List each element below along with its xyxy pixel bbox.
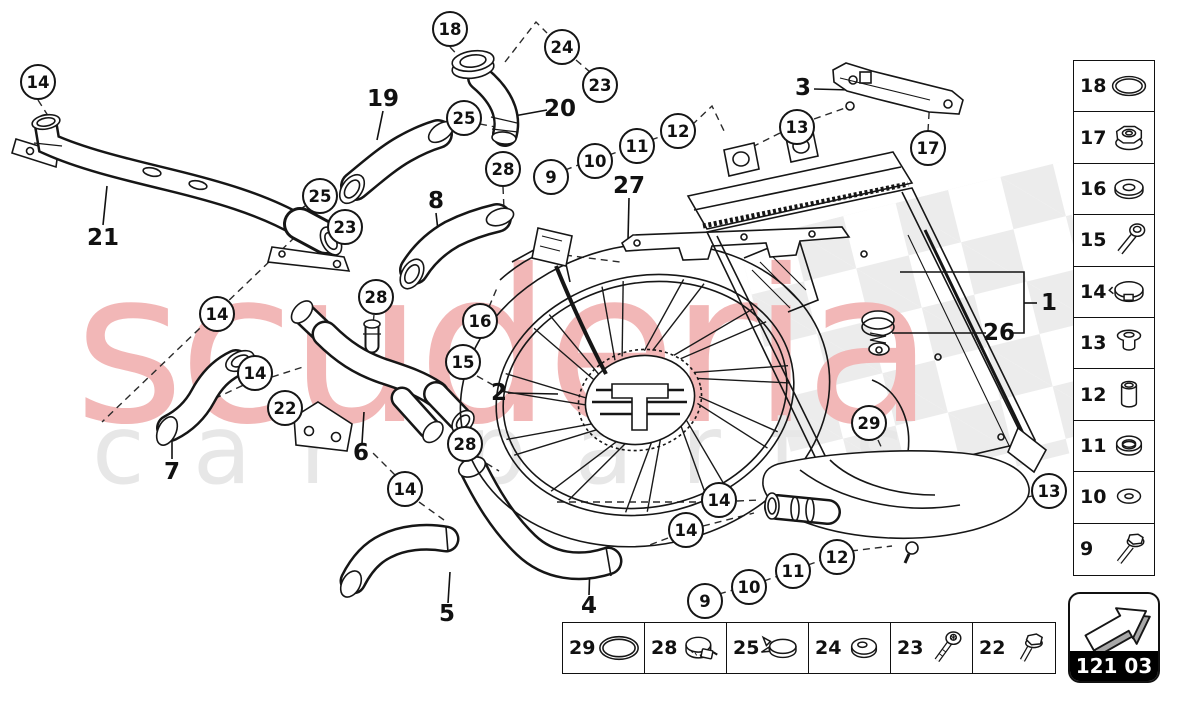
callout-balloon-22[interactable]: 22 xyxy=(267,390,303,426)
sleeve-icon xyxy=(1105,376,1152,414)
flange-bolt-icon xyxy=(1004,629,1053,667)
callout-balloon-10[interactable]: 10 xyxy=(731,569,767,605)
legend-item-number: 29 xyxy=(569,637,596,659)
callout-balloon-29[interactable]: 29 xyxy=(851,405,887,441)
legend-item-29[interactable]: 29 xyxy=(563,623,645,673)
part-number-label-5: 5 xyxy=(438,601,456,627)
callout-balloon-9[interactable]: 9 xyxy=(687,583,723,619)
callout-balloon-15[interactable]: 15 xyxy=(445,344,481,380)
part-number-label-1: 1 xyxy=(1040,290,1058,316)
callout-balloon-23[interactable]: 23 xyxy=(582,67,618,103)
part-number-label-2: 2 xyxy=(490,380,508,406)
callout-balloon-28[interactable]: 28 xyxy=(485,151,521,187)
washer-grommet-icon xyxy=(840,629,888,667)
grommet-icon xyxy=(1105,427,1152,465)
legend-item-number: 11 xyxy=(1080,434,1107,457)
part-number-label-6: 6 xyxy=(352,440,370,466)
callout-balloon-14[interactable]: 14 xyxy=(20,64,56,100)
hardware-legend-strip: 29 28 25 24 23 22 xyxy=(562,622,1056,674)
legend-item-9[interactable]: 9 xyxy=(1074,523,1154,575)
legend-item-number: 13 xyxy=(1080,332,1107,355)
callout-balloon-18[interactable]: 18 xyxy=(432,11,468,47)
part-number-label-3: 3 xyxy=(794,75,812,101)
callout-balloon-28[interactable]: 28 xyxy=(447,426,483,462)
o-ring-large-icon xyxy=(594,628,644,668)
legend-item-number: 23 xyxy=(897,637,924,659)
callout-balloon-14[interactable]: 14 xyxy=(701,482,737,518)
part-number-label-21: 21 xyxy=(86,225,120,251)
legend-item-23[interactable]: 23 xyxy=(891,623,973,673)
legend-item-11[interactable]: 11 xyxy=(1074,420,1154,473)
legend-item-15[interactable]: 15 xyxy=(1074,215,1154,267)
flange-nut-icon xyxy=(1105,119,1152,157)
callout-balloon-24[interactable]: 24 xyxy=(544,29,580,65)
callout-balloon-14[interactable]: 14 xyxy=(668,512,704,548)
spring-clamp-icon xyxy=(758,629,806,667)
callout-balloon-13[interactable]: 13 xyxy=(779,109,815,145)
legend-item-number: 14 xyxy=(1080,280,1107,303)
section-code-label: 121 03 xyxy=(1070,651,1158,681)
legend-item-number: 28 xyxy=(651,637,678,659)
hex-bolt-icon xyxy=(1105,530,1152,568)
callout-balloon-25[interactable]: 25 xyxy=(302,178,338,214)
legend-item-number: 12 xyxy=(1080,383,1107,406)
legend-item-25[interactable]: 25 xyxy=(727,623,809,673)
legend-item-22[interactable]: 22 xyxy=(973,623,1055,673)
part-number-label-27: 27 xyxy=(612,173,646,199)
legend-item-17[interactable]: 17 xyxy=(1074,112,1154,164)
legend-item-number: 9 xyxy=(1080,538,1094,561)
callout-balloon-16[interactable]: 16 xyxy=(462,303,498,339)
section-code-box[interactable]: 121 03 xyxy=(1068,592,1160,683)
legend-item-number: 16 xyxy=(1080,177,1107,200)
socket-bolt-icon xyxy=(1105,221,1152,259)
legend-item-number: 22 xyxy=(979,637,1006,659)
callout-balloon-14[interactable]: 14 xyxy=(199,296,235,332)
callout-balloon-14[interactable]: 14 xyxy=(237,355,273,391)
torx-screw-icon xyxy=(922,629,970,667)
part-number-label-4: 4 xyxy=(580,593,598,619)
part-number-label-7: 7 xyxy=(163,459,181,485)
part-number-label-20: 20 xyxy=(543,96,577,122)
plug-icon xyxy=(1105,324,1152,362)
flat-washer-icon xyxy=(1105,478,1152,516)
legend-item-number: 18 xyxy=(1080,75,1107,98)
callout-balloon-25[interactable]: 25 xyxy=(446,100,482,136)
legend-item-number: 25 xyxy=(733,637,760,659)
legend-item-number: 24 xyxy=(815,637,842,659)
part-number-label-8: 8 xyxy=(427,188,445,214)
legend-item-14[interactable]: 14 xyxy=(1074,266,1154,318)
callout-balloon-12[interactable]: 12 xyxy=(660,113,696,149)
callout-balloon-12[interactable]: 12 xyxy=(819,539,855,575)
legend-item-16[interactable]: 16 xyxy=(1074,163,1154,216)
part-number-label-19: 19 xyxy=(366,86,400,112)
legend-item-number: 15 xyxy=(1080,229,1107,252)
callout-balloon-28[interactable]: 28 xyxy=(358,279,394,315)
callout-balloon-17[interactable]: 17 xyxy=(910,130,946,166)
legend-item-24[interactable]: 24 xyxy=(809,623,891,673)
hose-clamp-icon xyxy=(676,629,724,667)
callout-balloon-9[interactable]: 9 xyxy=(533,159,569,195)
legend-item-number: 17 xyxy=(1080,126,1107,149)
o-ring-icon xyxy=(1105,67,1152,105)
hardware-legend-sidebar: 18 17 16 15 14 13 12 11 10 9 xyxy=(1073,60,1155,576)
legend-item-12[interactable]: 12 xyxy=(1074,369,1154,421)
callout-balloon-13[interactable]: 13 xyxy=(1031,473,1067,509)
callout-balloon-23[interactable]: 23 xyxy=(327,209,363,245)
legend-item-18[interactable]: 18 xyxy=(1074,61,1154,113)
legend-item-number: 10 xyxy=(1080,486,1107,509)
part-number-label-26: 26 xyxy=(982,320,1016,346)
callout-balloon-11[interactable]: 11 xyxy=(775,553,811,589)
legend-item-10[interactable]: 10 xyxy=(1074,472,1154,524)
legend-item-13[interactable]: 13 xyxy=(1074,317,1154,370)
callout-balloon-14[interactable]: 14 xyxy=(387,471,423,507)
callout-balloon-10[interactable]: 10 xyxy=(577,143,613,179)
callout-balloon-11[interactable]: 11 xyxy=(619,128,655,164)
direction-arrow-icon xyxy=(1074,596,1158,662)
clamp-ring-icon xyxy=(1105,273,1152,311)
washer-icon xyxy=(1105,170,1152,208)
legend-item-28[interactable]: 28 xyxy=(645,623,727,673)
